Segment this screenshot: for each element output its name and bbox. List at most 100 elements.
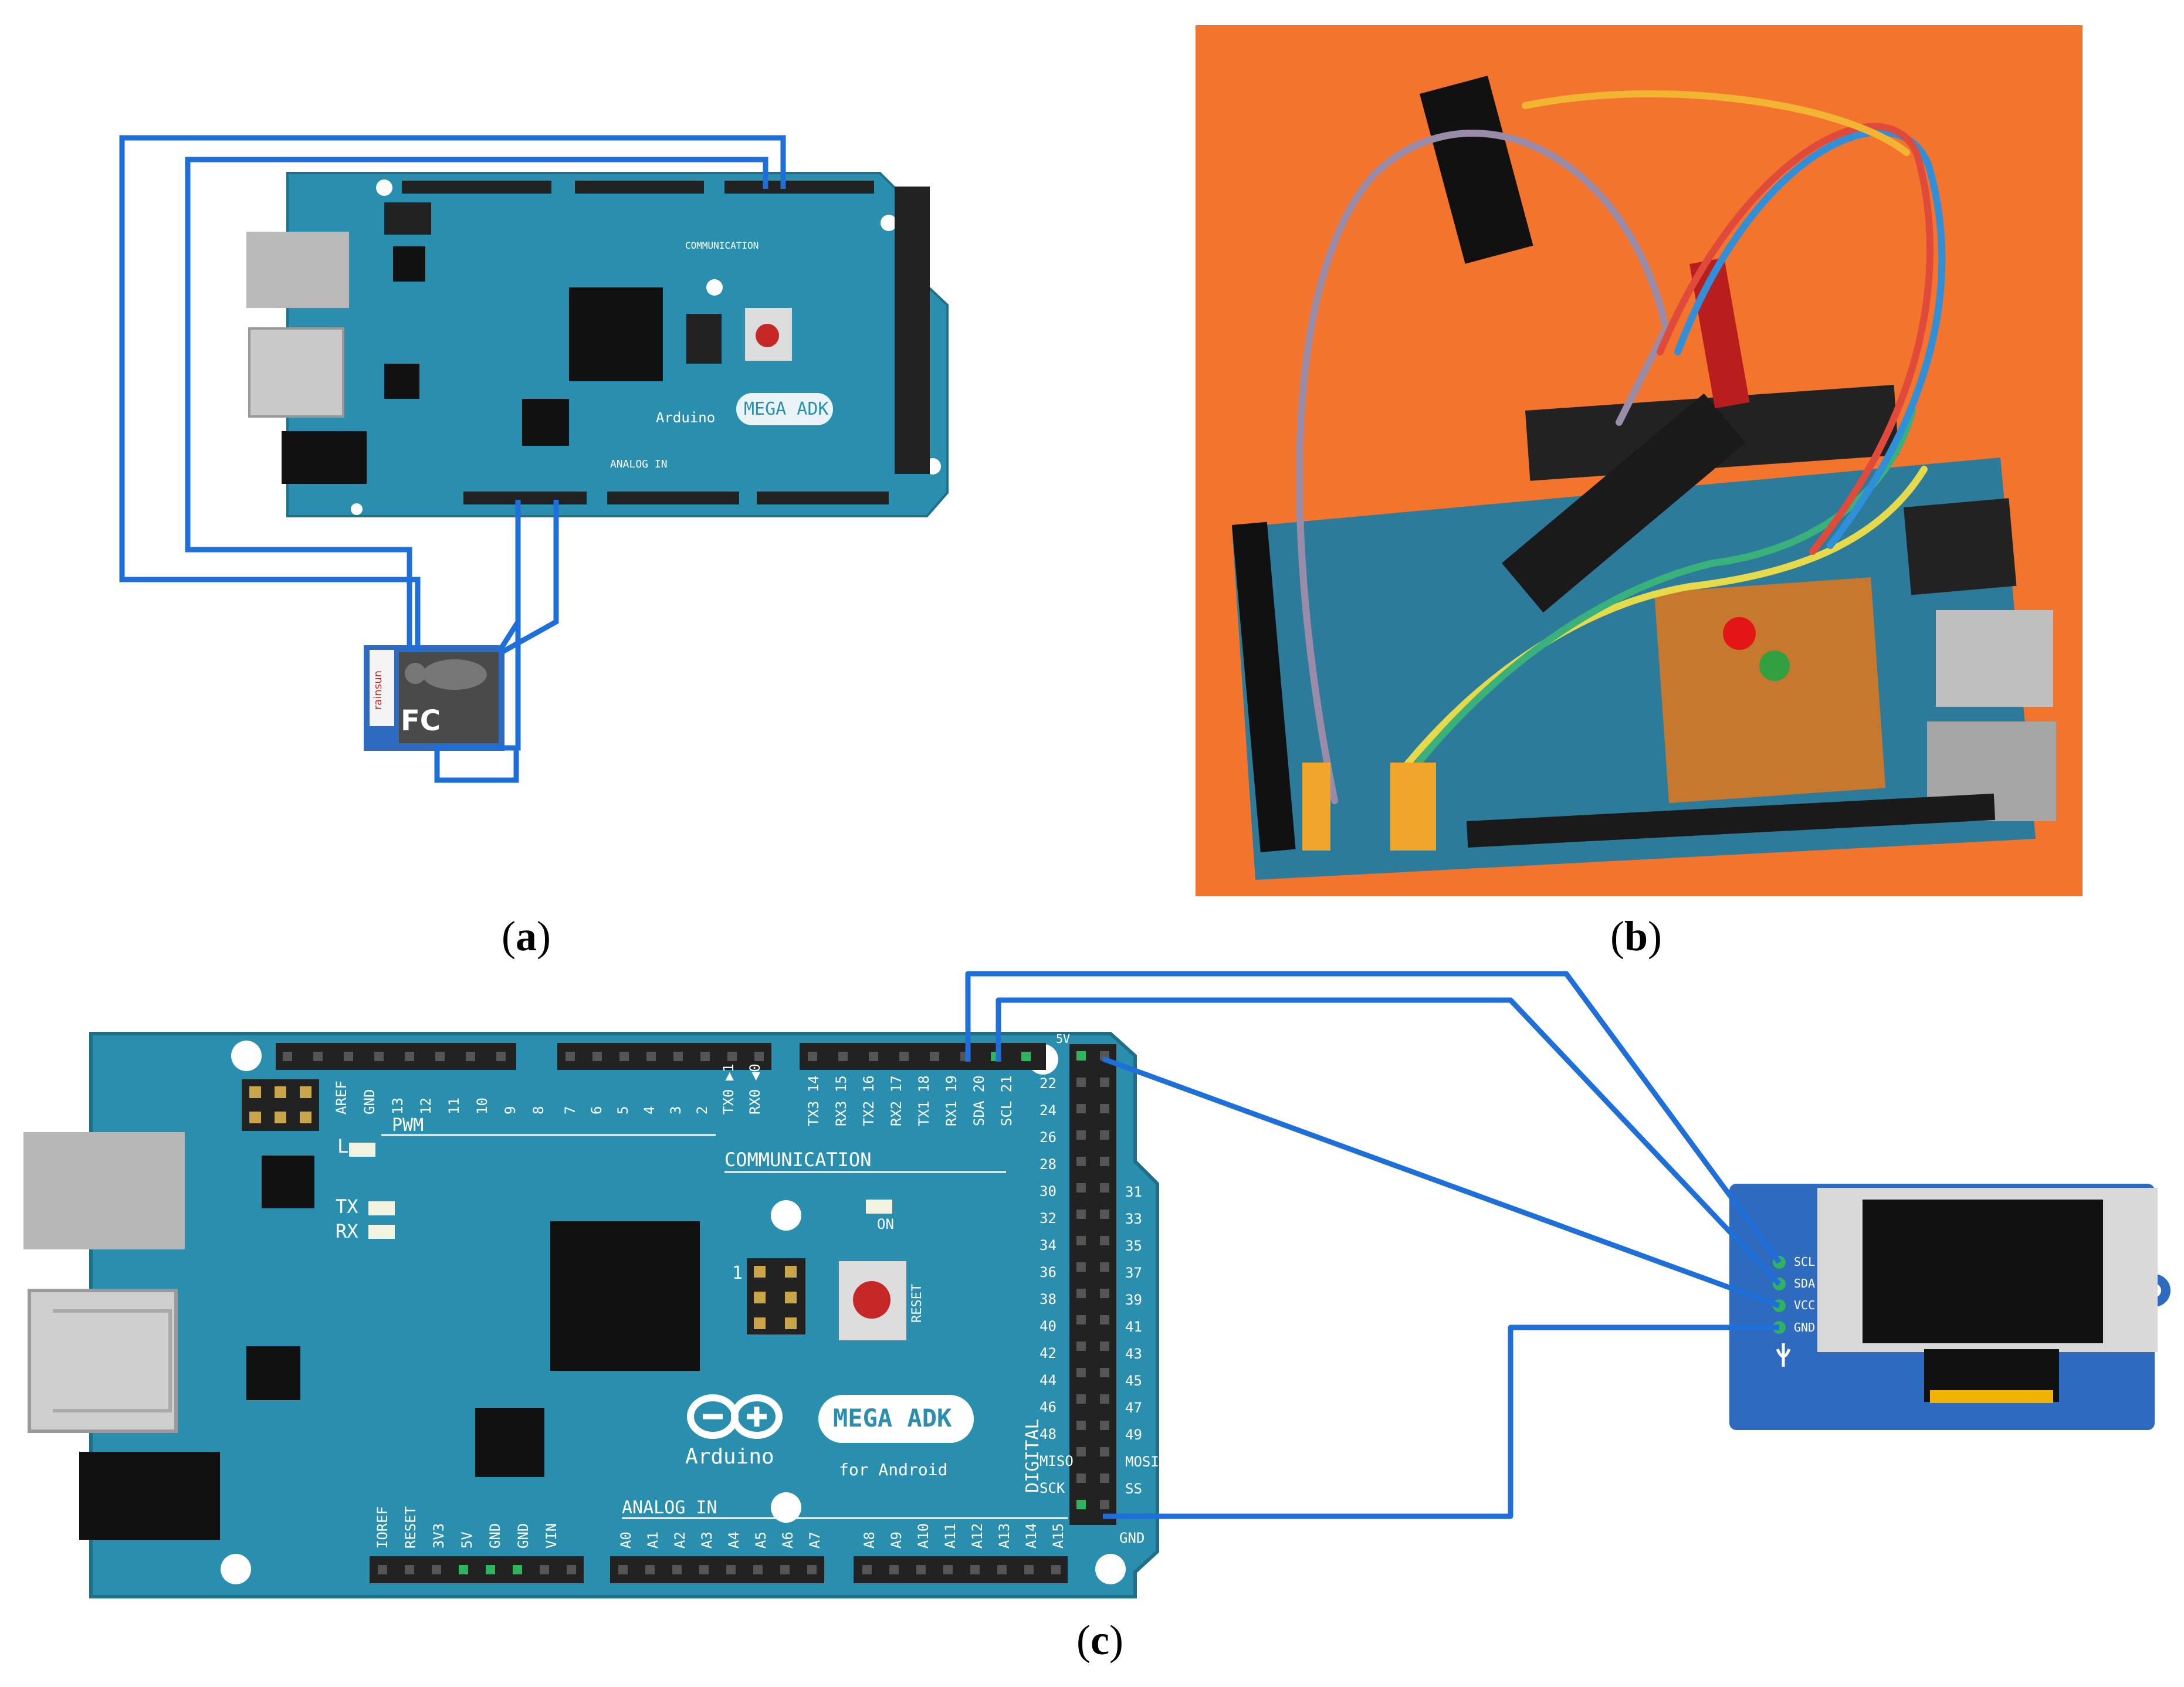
model-label: MEGA ADK <box>833 1404 952 1432</box>
pin-label-top: 9 <box>502 1106 519 1114</box>
header-pin <box>1076 1210 1086 1219</box>
header-pin <box>673 1052 683 1061</box>
header-pin <box>699 1565 709 1574</box>
usb-a-port <box>28 1289 178 1433</box>
header-pin <box>496 1052 506 1061</box>
header-pin <box>1100 1183 1109 1193</box>
header-pin <box>1076 1315 1086 1324</box>
mount-hole <box>1095 1554 1126 1584</box>
header-pin <box>1100 1210 1109 1219</box>
pin-label-power: RESET <box>402 1506 419 1549</box>
usb-a-connector <box>248 327 344 418</box>
arduino-board-small: Arduino MEGA ADK COMMUNICATION ANALOG IN <box>246 172 949 517</box>
pin-label-digital: 42 <box>1039 1345 1057 1361</box>
pin-label-top: 10 <box>474 1097 490 1114</box>
pin-label-top: 13 <box>390 1097 406 1114</box>
mount-hole <box>771 1200 801 1231</box>
analog-in-label: ANALOG IN <box>622 1498 717 1518</box>
pin-label-digital: 46 <box>1039 1399 1057 1415</box>
pin-label-digital: 34 <box>1039 1237 1057 1254</box>
header-pin <box>1100 1157 1109 1166</box>
header-pin <box>1076 1342 1086 1351</box>
header-pin <box>619 1052 629 1061</box>
rx-label: RX <box>336 1220 358 1242</box>
header-pin <box>869 1052 878 1061</box>
wire-a-rx <box>185 157 768 652</box>
panel-a: Arduino MEGA ADK COMMUNICATION ANALOG IN… <box>119 135 949 783</box>
digital-label: DIGITAL <box>1022 1419 1043 1493</box>
dc-power-jack <box>79 1452 220 1540</box>
pin-label-analog: A7 <box>807 1532 823 1549</box>
header-pin <box>344 1052 353 1061</box>
pin-label-top: 6 <box>588 1106 605 1114</box>
header-pin <box>1100 1342 1109 1351</box>
header-pin <box>432 1565 441 1574</box>
wire-a-vcc <box>496 500 521 654</box>
pin-label-digital: 37 <box>1125 1265 1142 1281</box>
header-pin <box>672 1565 682 1574</box>
pin-label-digital: 44 <box>1039 1372 1057 1388</box>
header-pin <box>513 1565 522 1574</box>
regulator-chip <box>246 1346 300 1400</box>
header-top-left <box>402 181 551 194</box>
pin-label-digital: 28 <box>1039 1156 1057 1173</box>
usb-chip <box>262 1156 314 1208</box>
pin-label-power: GND <box>515 1523 531 1549</box>
rx-led <box>368 1225 395 1239</box>
header-digital <box>895 187 930 474</box>
pin-label-top: 8 <box>530 1106 547 1114</box>
header-pin <box>1051 1565 1061 1574</box>
header-pin <box>754 1052 764 1061</box>
grove-logo-icon <box>1776 1343 1791 1367</box>
header-pin <box>1076 1157 1086 1166</box>
header-pin <box>1076 1104 1086 1113</box>
pin-label-top: 11 <box>446 1097 462 1114</box>
pin-label-power: 3V3 <box>431 1523 447 1549</box>
header-pin <box>466 1052 475 1061</box>
oled-module: SCL SDA VCC GND <box>1729 1184 2171 1430</box>
5v-label: 5V <box>1056 1032 1070 1046</box>
header-pin <box>618 1565 628 1574</box>
pin-label-digital: MOSI <box>1125 1454 1159 1470</box>
header-pin <box>405 1565 414 1574</box>
header-pin <box>566 1052 575 1061</box>
wire-vcc <box>1102 1056 1780 1309</box>
pin-label-digital: 22 <box>1039 1075 1057 1092</box>
pin-label-power: GND <box>487 1523 503 1549</box>
header-pin <box>1100 1368 1109 1377</box>
header-pin <box>1100 1447 1109 1456</box>
pin-label-analog: A10 <box>915 1523 932 1549</box>
aux-chip <box>475 1408 544 1477</box>
header-pin <box>916 1565 926 1574</box>
header-pin <box>645 1565 655 1574</box>
header-pin <box>459 1565 468 1574</box>
header-pin <box>1076 1473 1086 1483</box>
header-pin <box>753 1565 763 1574</box>
header-pin <box>1100 1130 1109 1140</box>
header-pin <box>1100 1236 1109 1245</box>
header-pin <box>1021 1052 1031 1061</box>
power-jack <box>282 431 367 484</box>
pin-label-digital: SCK <box>1039 1480 1065 1496</box>
model-badge <box>818 1395 974 1443</box>
pin-label-comm: RX3 15 <box>833 1075 849 1126</box>
pin-label-digital: 39 <box>1125 1292 1142 1308</box>
header-pin <box>727 1052 737 1061</box>
pin-label-digital: 41 <box>1125 1319 1142 1335</box>
oled-pin-scl-label: SCL <box>1794 1255 1815 1269</box>
main-mcu-chip <box>550 1221 700 1371</box>
pin-label-top: TX0 ▶1 <box>720 1063 737 1114</box>
header-pin <box>1100 1104 1109 1113</box>
header-pin <box>1076 1394 1086 1404</box>
pin-label-digital: 30 <box>1039 1183 1057 1200</box>
pin-label-digital: 33 <box>1125 1211 1142 1227</box>
pin-label-top: AREF <box>333 1080 350 1114</box>
header-pin <box>700 1052 710 1061</box>
tx-label: TX <box>336 1195 358 1218</box>
comm-label-small: COMMUNICATION <box>685 240 759 251</box>
pin-label-digital: 26 <box>1039 1129 1057 1146</box>
pin-label-analog: A15 <box>1050 1523 1066 1549</box>
caption-c: (c) <box>1076 1617 1123 1664</box>
header-pin <box>889 1565 899 1574</box>
